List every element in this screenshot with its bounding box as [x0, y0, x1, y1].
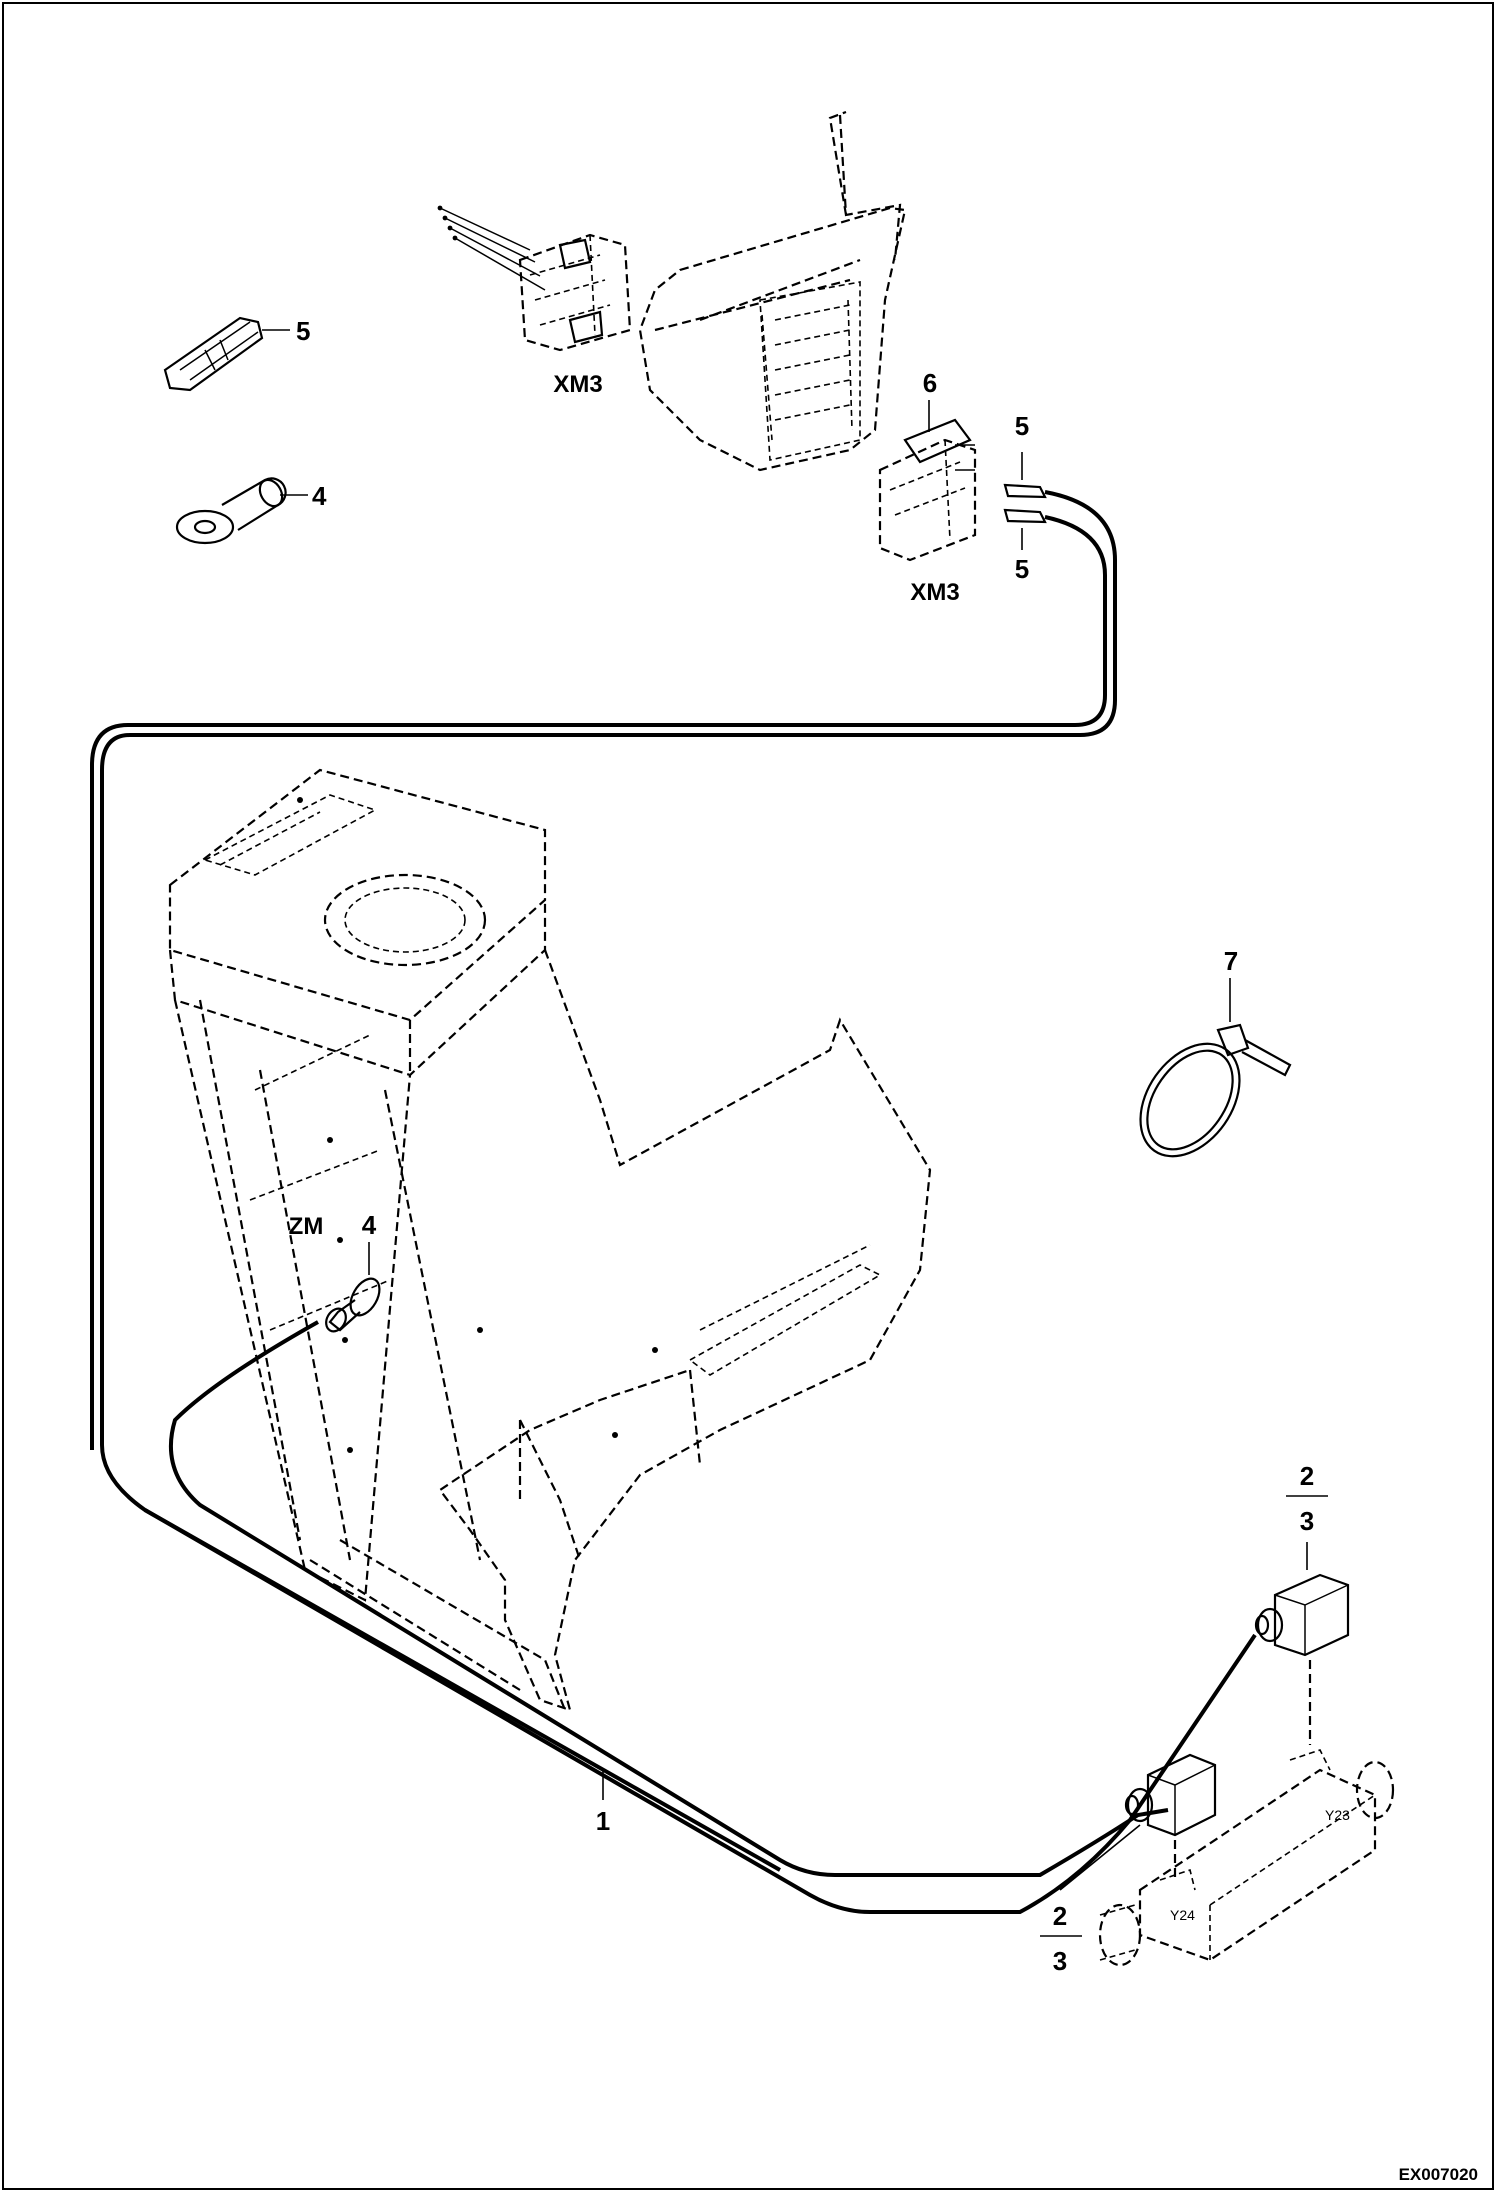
valve-label-y23: Y23	[1325, 1807, 1350, 1823]
callout-2-lower: 2	[1053, 1901, 1067, 1931]
ground-ring-terminal-icon	[325, 1277, 381, 1333]
xm3-label-top: XM3	[553, 371, 602, 398]
callout-4-zm: 4	[362, 1210, 377, 1240]
callout-4-left: 4	[312, 481, 327, 511]
valve-label-y24: Y24	[1170, 1907, 1195, 1923]
callout-3-upper: 3	[1300, 1506, 1314, 1536]
cable-tie-icon	[1139, 1023, 1292, 1158]
drawing-code: EX007020	[1399, 2165, 1478, 2184]
zm-label: ZM	[289, 1213, 324, 1240]
callout-6: 6	[923, 368, 937, 398]
xm3-connector-top	[437, 205, 632, 352]
seat-frame-outline	[168, 768, 932, 1712]
callout-7: 7	[1224, 946, 1238, 976]
upper-solenoid-connector	[1254, 1573, 1350, 1657]
ring-terminal-icon	[175, 477, 287, 545]
callout-5-top: 5	[1015, 411, 1029, 441]
callout-2-upper: 2	[1300, 1461, 1314, 1491]
cab-relay-box-outline	[638, 110, 907, 472]
callout-1: 1	[596, 1806, 610, 1836]
callout-3-lower: 3	[1053, 1946, 1067, 1976]
harness-cable	[90, 490, 1257, 1914]
xm3-label-right: XM3	[910, 579, 959, 606]
callout-5-left: 5	[296, 316, 310, 346]
hydraulic-valve-outline	[1098, 1749, 1395, 1967]
callout-5-bottom: 5	[1015, 554, 1029, 584]
terminal-pin-icon	[163, 316, 264, 392]
xm3-connector-right	[878, 418, 977, 562]
lower-solenoid-connector	[1124, 1753, 1217, 1837]
pin-pair-icon	[1003, 483, 1047, 524]
